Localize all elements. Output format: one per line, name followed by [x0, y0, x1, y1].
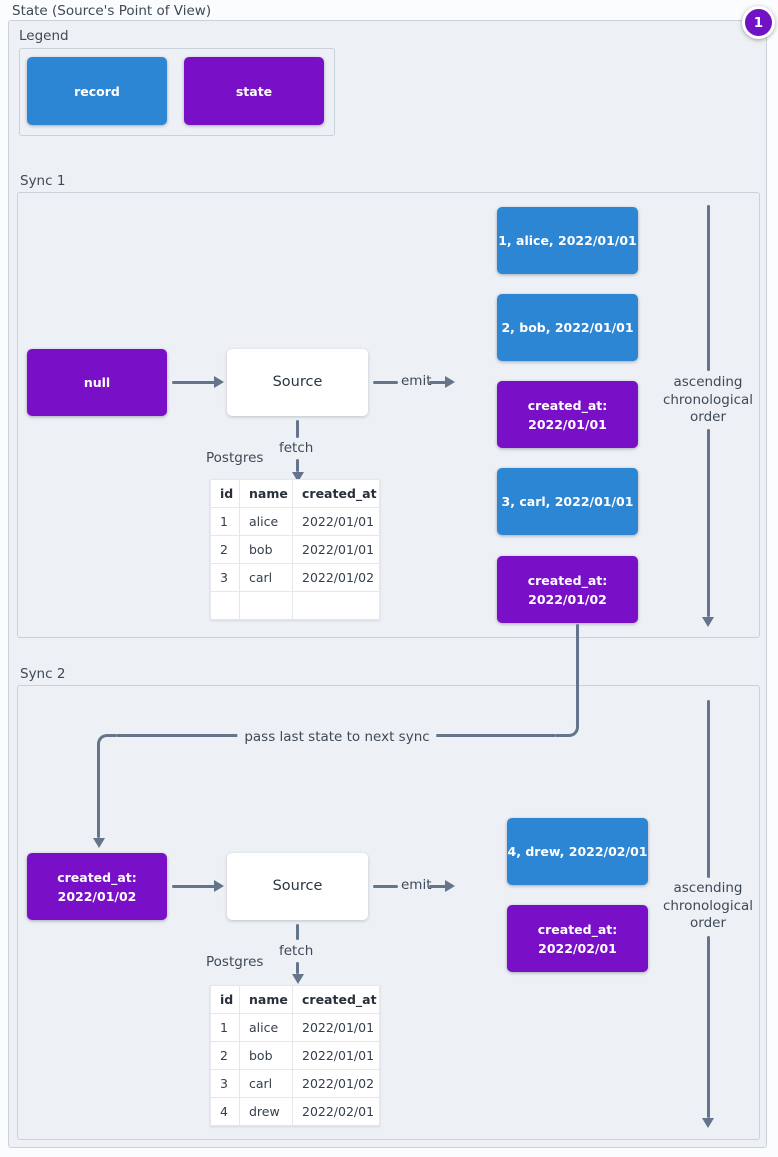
sync1-label: Sync 1 [20, 173, 66, 189]
fetch-line [296, 924, 299, 940]
arrow-down-icon [702, 1118, 714, 1128]
chrono-order-line [707, 936, 710, 1118]
arrow-down-icon [702, 617, 714, 627]
table-cell: 2022/02/01 [292, 1097, 380, 1126]
sync2-input-state-box: created_at: 2022/01/02 [27, 853, 167, 920]
arrow-down-icon [292, 974, 304, 984]
sync1-input-state-box: null [27, 349, 167, 416]
page-title: State (Source's Point of View) [12, 3, 212, 19]
connector-line [97, 752, 100, 838]
annotation-badge-number: 1 [753, 14, 764, 31]
table-cell: carl [239, 563, 293, 592]
arrow-right-icon [445, 880, 455, 892]
table-row: 3 carl 2022/01/02 [210, 563, 380, 592]
fetch-line [296, 420, 299, 438]
emit-line [373, 885, 398, 888]
table-cell [210, 591, 240, 620]
table-row: 1 alice 2022/01/01 [210, 1013, 380, 1042]
table-header-cell: name [239, 985, 293, 1014]
table-cell: 2022/01/01 [292, 1041, 380, 1070]
sync1-emit-label: emit [401, 373, 432, 389]
table-cell: 2022/01/01 [292, 507, 380, 536]
table-cell: 4 [210, 1097, 240, 1126]
emitted-record-box: 4, drew, 2022/02/01 [507, 818, 648, 885]
connector-line [576, 624, 579, 719]
legend-state-box: state [184, 57, 324, 125]
sync1-postgres-table: id name created_at 1 alice 2022/01/01 2 … [210, 479, 380, 620]
sync2-postgres-table: id name created_at 1 alice 2022/01/01 2 … [210, 985, 380, 1126]
table-cell: drew [239, 1097, 293, 1126]
emitted-record-box: 3, carl, 2022/01/01 [497, 468, 638, 535]
sync2-order-note: ascending chronological order [662, 880, 754, 931]
sync1-fetch-label: fetch [279, 440, 314, 456]
table-row: 2 bob 2022/01/01 [210, 535, 380, 564]
sync2-fetch-label: fetch [279, 943, 314, 959]
emitted-record-box: 1, alice, 2022/01/01 [497, 207, 638, 274]
table-cell: 2022/01/01 [292, 535, 380, 564]
arrow-right-icon [445, 376, 455, 388]
fetch-line [296, 962, 299, 974]
table-cell: alice [239, 1013, 293, 1042]
table-header-cell: id [210, 985, 240, 1014]
table-header-cell: created_at [292, 985, 380, 1014]
table-row: 2 bob 2022/01/01 [210, 1041, 380, 1070]
table-cell: 1 [210, 1013, 240, 1042]
table-header-cell: created_at [292, 479, 380, 508]
table-cell: 3 [210, 1069, 240, 1098]
table-row: 3 carl 2022/01/02 [210, 1069, 380, 1098]
emit-line [429, 381, 446, 384]
table-cell: carl [239, 1069, 293, 1098]
table-header-cell: name [239, 479, 293, 508]
table-row: 4 drew 2022/02/01 [210, 1097, 380, 1126]
sync2-source-box: Source [227, 853, 368, 920]
table-cell: 1 [210, 507, 240, 536]
legend-label: Legend [19, 28, 69, 44]
emitted-state-box: created_at: 2022/01/02 [497, 556, 638, 623]
table-cell [239, 591, 293, 620]
table-cell: 2 [210, 535, 240, 564]
arrow-right-icon [214, 376, 224, 388]
table-cell: 2 [210, 1041, 240, 1070]
sync1-postgres-label: Postgres [206, 450, 264, 466]
connector-corner [97, 734, 116, 753]
table-cell: 2022/01/02 [292, 1069, 380, 1098]
connector-label: pass last state to next sync [237, 728, 437, 746]
table-row: 1 alice 2022/01/01 [210, 507, 380, 536]
table-cell: 2022/01/02 [292, 563, 380, 592]
table-cell: bob [239, 1041, 293, 1070]
emitted-record-box: 2, bob, 2022/01/01 [497, 294, 638, 361]
emitted-state-box: created_at: 2022/01/01 [497, 381, 638, 448]
emit-line [373, 381, 398, 384]
chrono-order-line [707, 700, 710, 878]
arrow-down-icon [93, 838, 105, 848]
table-cell: 2022/01/01 [292, 1013, 380, 1042]
sync1-source-box: Source [227, 349, 368, 416]
sync2-postgres-label: Postgres [206, 954, 264, 970]
emit-line [429, 885, 446, 888]
table-cell: alice [239, 507, 293, 536]
arrow-line [172, 885, 215, 888]
arrow-line [172, 381, 215, 384]
arrow-down-icon [292, 472, 304, 482]
sync2-emit-label: emit [401, 877, 432, 893]
connector-corner [556, 718, 579, 737]
chrono-order-line [707, 205, 710, 371]
sync2-label: Sync 2 [20, 666, 66, 682]
table-cell: 3 [210, 563, 240, 592]
table-row [210, 591, 380, 620]
arrow-right-icon [214, 880, 224, 892]
sync1-order-note: ascending chronological order [662, 374, 754, 425]
annotation-badge: 1 [742, 6, 775, 39]
table-cell [292, 591, 380, 620]
fetch-line [296, 459, 299, 472]
legend-record-box: record [27, 57, 167, 125]
chrono-order-line [707, 429, 710, 617]
emitted-state-box: created_at: 2022/02/01 [507, 905, 648, 972]
table-header-cell: id [210, 479, 240, 508]
table-cell: bob [239, 535, 293, 564]
